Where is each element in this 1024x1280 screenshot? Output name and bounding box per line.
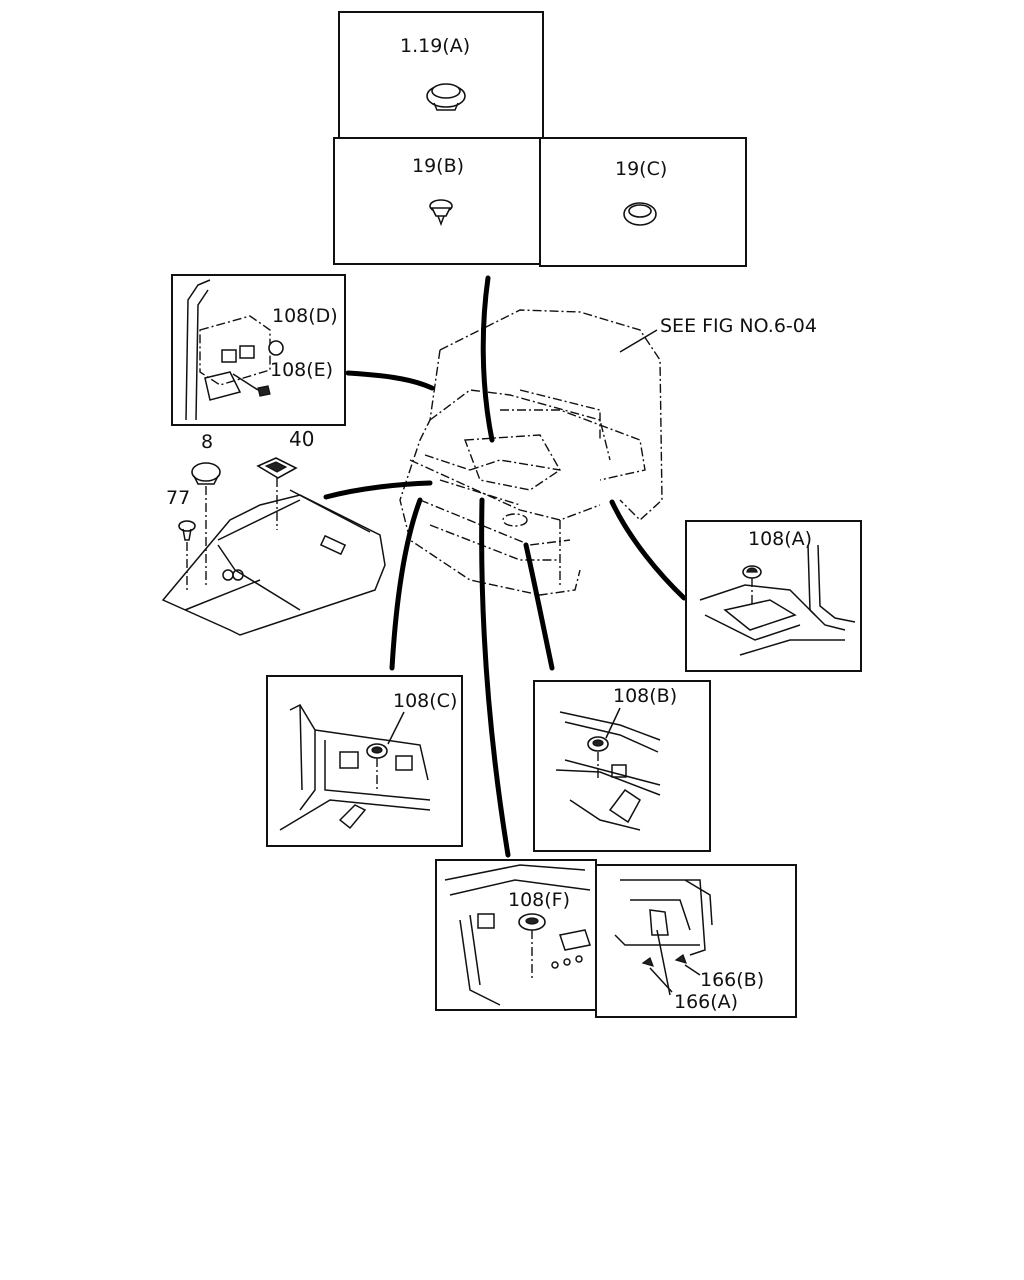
label-clip-a: 1.19(A) [400,35,470,57]
clip-77-icon [178,520,196,541]
inset-108-d-e: 108(D) 108(E) [171,274,346,426]
label-166-b: 166(B) [700,969,764,991]
label-part-77: 77 [166,487,190,509]
label-part-8: 8 [201,431,213,453]
cab-body [399,309,663,596]
inset-108-f-166: 108(F) 166(B) 166(A) [435,859,797,1018]
label-clip-c: 19(C) [615,158,667,180]
clip-b-icon [429,199,453,227]
label-166-a: 166(A) [674,991,738,1013]
see-fig-note: SEE FIG NO.6-04 [660,315,817,337]
box-clip-c [539,137,747,267]
fastener-box-group: 1.19(A) 19(B) 19(C) [333,11,747,267]
label-clip-b: 19(B) [412,155,464,177]
label-108-a: 108(A) [748,528,812,550]
floor-panel-assembly: 8 40 77 [161,427,386,636]
box-clip-a [338,11,544,139]
label-108-d: 108(D) [272,305,338,327]
label-108-b: 108(B) [613,685,677,707]
label-108-e: 108(E) [270,359,333,381]
inset-108-a: 108(A) [685,520,862,672]
leader-lines [323,275,687,858]
clip-a-icon [426,83,466,111]
label-part-40: 40 [289,427,314,451]
inset-108-c: 108(C) [266,675,463,847]
pad-40-icon [256,457,298,479]
label-108-f: 108(F) [508,889,570,911]
plug-8-icon [191,462,221,485]
label-108-c: 108(C) [393,690,457,712]
see-fig-leader [619,329,658,353]
clip-c-icon [623,202,657,226]
inset-108-b: 108(B) [533,680,711,852]
